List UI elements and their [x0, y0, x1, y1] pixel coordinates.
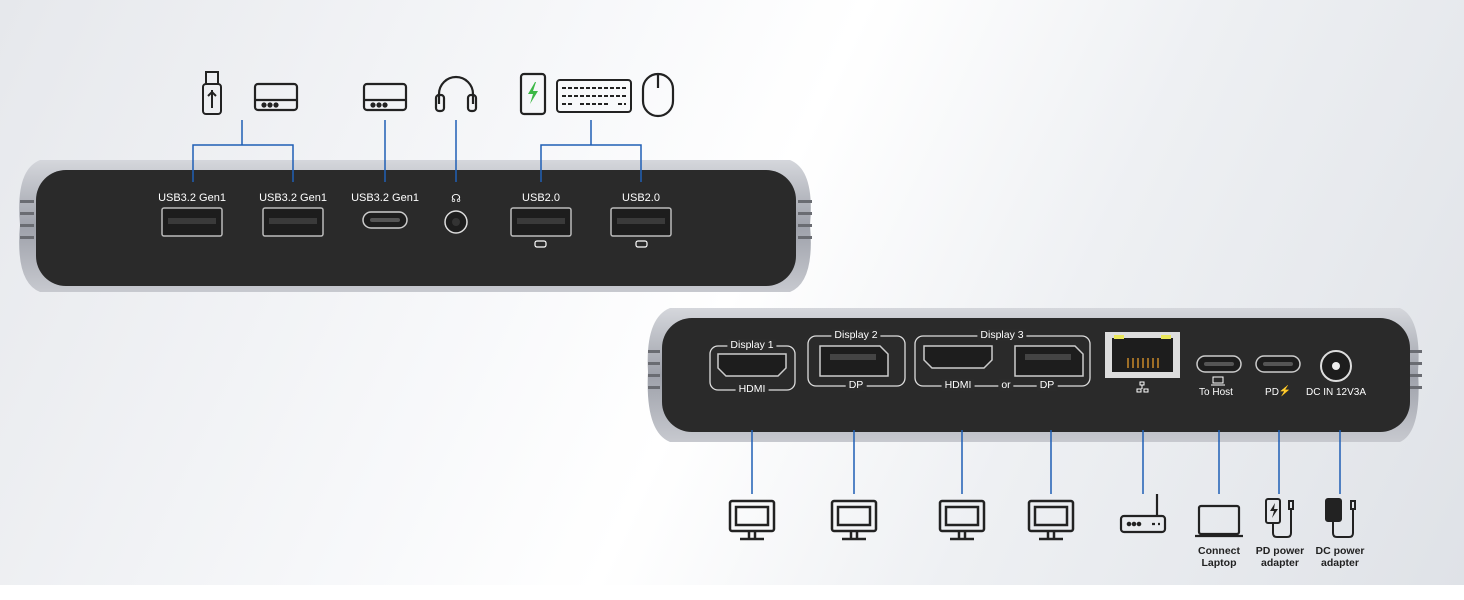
monitor-icon	[938, 499, 986, 541]
to-host-label: To Host	[1199, 387, 1233, 398]
rear-panel-device	[647, 308, 1422, 442]
hdmi-port-2	[923, 345, 993, 369]
router-icon	[1119, 494, 1167, 534]
usb-c-to-host-port	[1196, 355, 1242, 373]
caption-line: PD power	[1255, 545, 1305, 557]
dc-power-adapter-icon	[1325, 498, 1356, 538]
monitor-icon	[728, 499, 776, 541]
headset-icon: ☊	[451, 193, 461, 205]
display2-port-label: DP	[845, 379, 867, 391]
caption-line: Laptop	[1201, 557, 1237, 569]
dp-port-2	[1014, 345, 1084, 377]
dc-in-label: DC IN 12V3A	[1305, 387, 1367, 398]
product-diagram: USB3.2 Gen1 USB3.2 Gen1 USB3.2 Gen1 ☊ US…	[0, 0, 1464, 585]
caption-line: adapter	[1321, 557, 1359, 569]
caption-line: Connect	[1198, 545, 1240, 557]
display1-title: Display 1	[727, 339, 777, 351]
dp-port-1	[819, 345, 889, 377]
port-label: USB2.0	[622, 192, 660, 204]
monitor-icon	[1027, 499, 1075, 541]
laptop-small-icon	[1212, 376, 1224, 384]
front-connector-lines	[192, 120, 642, 182]
bolt-icon: ⚡	[1278, 386, 1292, 397]
mouse-icon	[641, 72, 675, 118]
port-label: USB3.2 Gen1	[158, 192, 226, 204]
display3-or-label: or	[998, 379, 1014, 391]
laptop-icon	[1195, 504, 1243, 538]
port-label: USB3.2 Gen1	[351, 192, 419, 204]
port-label: USB3.2 Gen1	[259, 192, 327, 204]
display3-port-b-label: DP	[1036, 379, 1058, 391]
display3-port-a-label: HDMI	[941, 379, 975, 391]
display3-title: Display 3	[977, 329, 1027, 341]
dc-in-port	[1320, 350, 1352, 382]
hard-drive-icon	[253, 82, 299, 112]
display1-port-label: HDMI	[735, 383, 769, 395]
pd-label: PD	[1265, 387, 1279, 398]
caption-line: DC power	[1315, 545, 1365, 557]
headphones-icon	[434, 75, 478, 113]
caption-line: adapter	[1261, 557, 1299, 569]
usb-stick-icon	[202, 71, 222, 115]
front-panel-device	[19, 160, 812, 292]
network-icon	[1136, 381, 1149, 393]
hdmi-port-1	[717, 353, 787, 377]
diagram-graphics	[19, 71, 1422, 541]
rear-connector-lines	[751, 430, 1341, 494]
port-label: USB2.0	[522, 192, 560, 204]
display2-title: Display 2	[831, 329, 881, 341]
usb3-port-2	[262, 207, 324, 237]
usb2-port-2	[610, 207, 672, 237]
usb-c-port	[362, 211, 408, 229]
tablet-icon	[519, 72, 547, 116]
pd-power-adapter-icon	[1265, 498, 1294, 538]
hard-drive-icon	[362, 82, 408, 112]
usb-c-pd-port	[1255, 355, 1301, 373]
monitor-icon	[830, 499, 878, 541]
keyboard-icon	[556, 79, 632, 113]
ethernet-port	[1105, 332, 1180, 378]
usb3-port-1	[161, 207, 223, 237]
usb2-port-1	[510, 207, 572, 237]
